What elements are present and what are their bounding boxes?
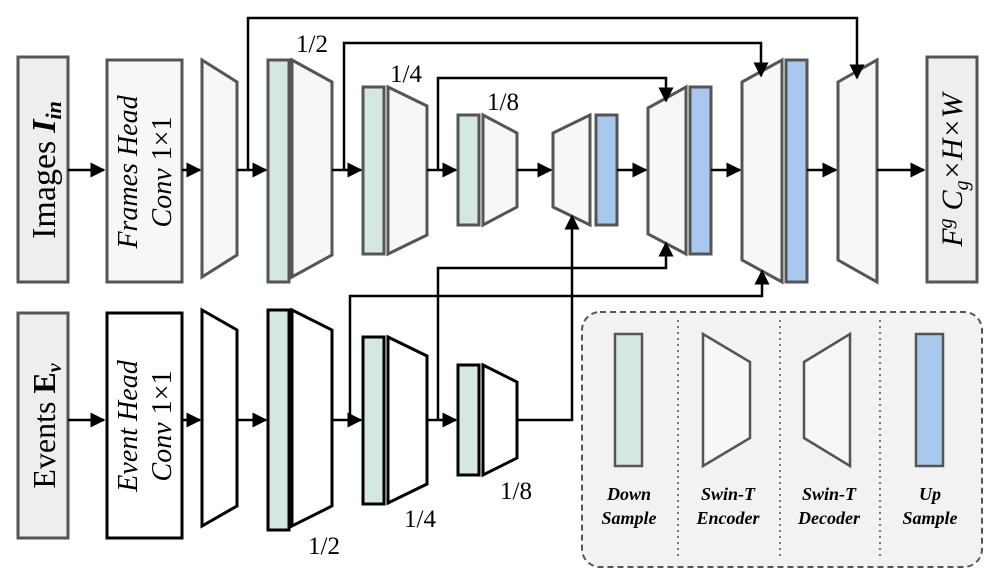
scale-label-bottom-quarter: 1/4 (404, 506, 436, 533)
up-sample-2 (688, 85, 713, 256)
bottom-encoder-2 (386, 334, 429, 506)
output-label: FgCg×H×W (935, 90, 973, 247)
top-skip-connections (246, 16, 865, 170)
bottom-encoder-0 (200, 307, 239, 529)
legend-down-sample-line1: Down (606, 484, 651, 504)
images-input-box (16, 55, 70, 284)
cross-connections (348, 214, 770, 422)
decoder-3 (740, 57, 784, 285)
legend-swin-decoder-line1: Swin-T (802, 484, 857, 504)
top-encoder-1 (290, 57, 334, 280)
legend-swin-decoder-swatch (802, 331, 852, 469)
top-encoder-3 (481, 112, 519, 228)
decoder-1 (551, 112, 592, 228)
legend-down-sample-line2: Sample (601, 508, 656, 528)
legend-up-sample-line2: Sample (902, 508, 957, 528)
bottom-down-sample-1 (266, 308, 291, 532)
frames-head-box (105, 58, 184, 284)
legend: Down Sample Swin-T Encoder Swin-T Decode… (581, 311, 983, 568)
top-encoder-2 (386, 84, 429, 257)
top-down-sample-1 (266, 58, 291, 284)
event-head-box (105, 311, 184, 540)
events-input-label: EventsEv (26, 362, 66, 488)
legend-swin-encoder-swatch (701, 331, 752, 469)
legend-swin-encoder-line2: Encoder (696, 508, 761, 528)
legend-up-sample-line1: Up (919, 484, 941, 504)
events-input-box (16, 311, 70, 540)
bottom-down-sample-2 (361, 335, 386, 506)
bottom-down-sample-3 (456, 363, 481, 477)
top-down-sample-3 (456, 113, 481, 227)
legend-up-sample-swatch (914, 332, 945, 468)
legend-down-sample-swatch (613, 332, 644, 468)
bottom-encoder-1 (290, 307, 334, 529)
event-head-title: Event Head (113, 359, 144, 492)
top-encoder-0 (200, 57, 239, 280)
up-sample-3 (784, 58, 809, 284)
top-down-sample-2 (361, 85, 386, 256)
bottom-encoder-3 (481, 362, 519, 478)
decoder-2 (646, 84, 688, 257)
up-sample-1 (594, 113, 619, 227)
scale-label-bottom-eighth: 1/8 (500, 478, 532, 505)
legend-swin-decoder-line2: Decoder (797, 508, 861, 528)
scale-label-bottom-half: 1/2 (308, 533, 340, 560)
scale-label-top-eighth: 1/8 (487, 89, 519, 116)
event-head-conv: Conv1×1 (147, 371, 178, 482)
images-input-label: ImagesIin (26, 101, 66, 239)
scale-label-top-half: 1/2 (296, 31, 328, 58)
frames-head-conv: Conv1×1 (147, 117, 178, 228)
output-box (925, 55, 979, 284)
decoder-4 (836, 57, 879, 285)
legend-box (581, 311, 983, 568)
scale-label-top-quarter: 1/4 (390, 61, 422, 88)
frames-head-title: Frames Head (113, 94, 144, 249)
legend-swin-encoder-line1: Swin-T (701, 484, 756, 504)
